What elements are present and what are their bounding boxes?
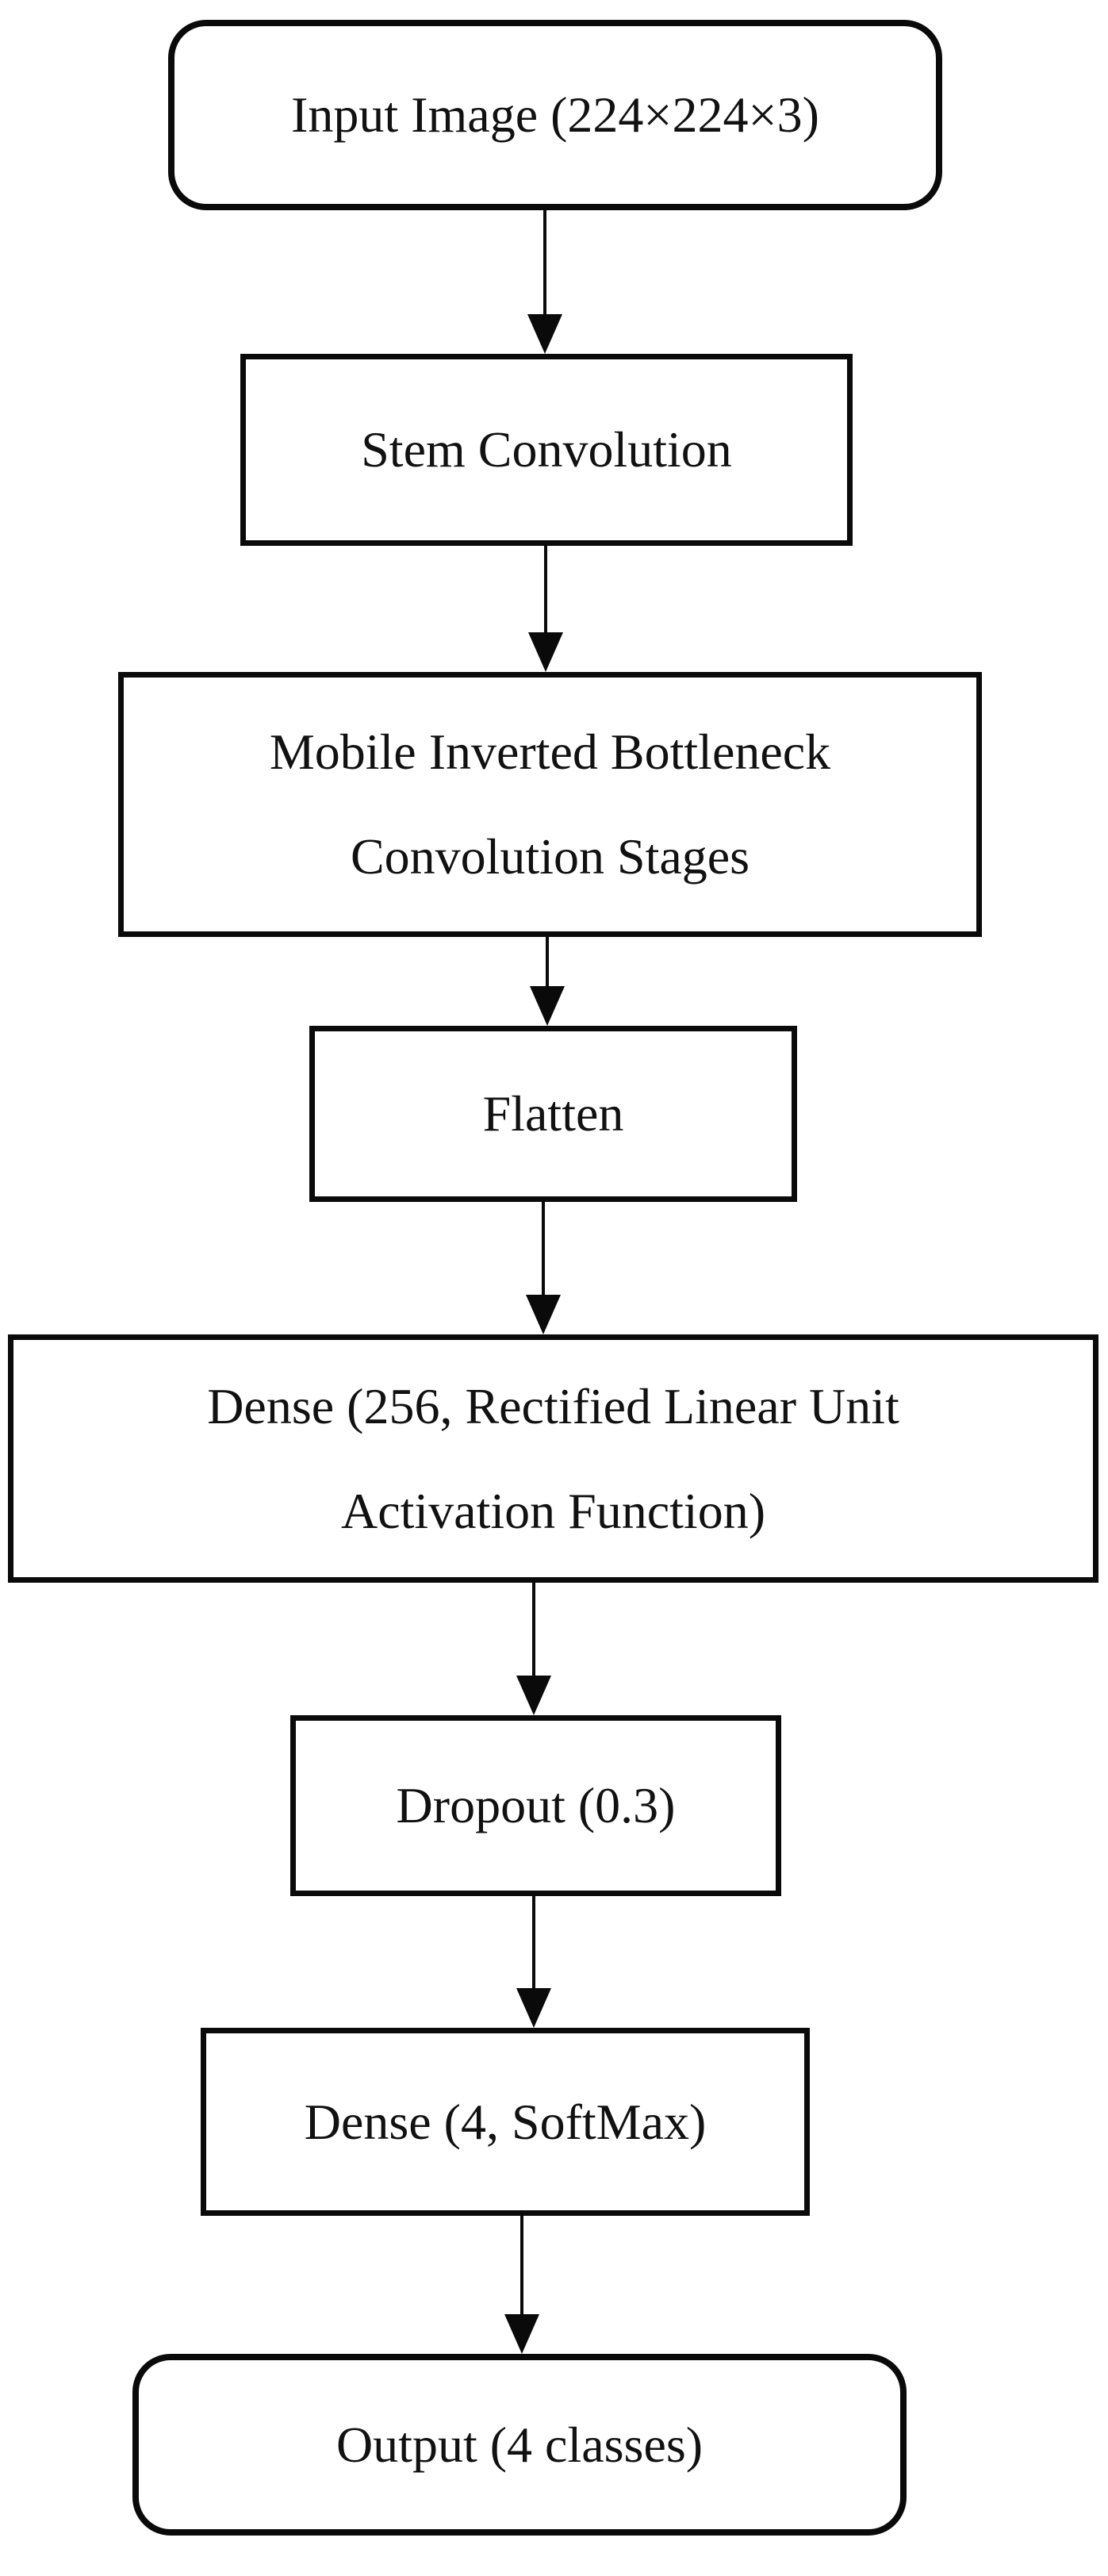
node-label: Stem Convolution [361, 421, 732, 478]
flow-node-input-image: Input Image (224×224×3) [168, 20, 942, 210]
arrow-shaft [520, 2216, 523, 2319]
arrow-shaft [532, 1896, 535, 1993]
arrow-shaft [532, 1583, 535, 1680]
flow-node-output: Output (4 classes) [132, 2354, 907, 2536]
arrow-head-icon [527, 314, 562, 354]
flow-node-mbconv-stages: Mobile Inverted Bottleneck Convolution S… [118, 672, 982, 937]
flow-node-dense-256: Dense (256, Rectified Linear Unit Activa… [8, 1334, 1098, 1583]
arrow-head-icon [526, 1295, 561, 1334]
node-label: Mobile Inverted Bottleneck [269, 724, 831, 781]
node-label: Flatten [482, 1085, 624, 1142]
node-label: Output (4 classes) [335, 2416, 704, 2473]
arrow-head-icon [530, 986, 565, 1026]
node-label: Dense (4, SoftMax) [304, 2093, 707, 2150]
arrow-shaft [542, 1202, 545, 1300]
arrow-shaft [544, 546, 547, 637]
node-label: Convolution Stages [350, 828, 750, 885]
arrow-head-icon [528, 632, 563, 672]
node-label: Dropout (0.3) [396, 1777, 676, 1834]
node-label: Dense (256, Rectified Linear Unit [207, 1377, 899, 1434]
node-label: Activation Function) [340, 1482, 766, 1539]
flow-node-dense-4: Dense (4, SoftMax) [201, 2028, 810, 2216]
flow-node-flatten: Flatten [309, 1026, 797, 1202]
node-label: Input Image (224×224×3) [291, 86, 819, 144]
arrow-head-icon [504, 2314, 539, 2354]
arrow-head-icon [516, 1676, 551, 1715]
arrow-head-icon [516, 1988, 551, 2028]
arrow-shaft [546, 937, 549, 991]
flow-node-stem-convolution: Stem Convolution [240, 354, 853, 546]
arrow-shaft [543, 210, 546, 319]
flow-node-dropout: Dropout (0.3) [290, 1715, 781, 1896]
